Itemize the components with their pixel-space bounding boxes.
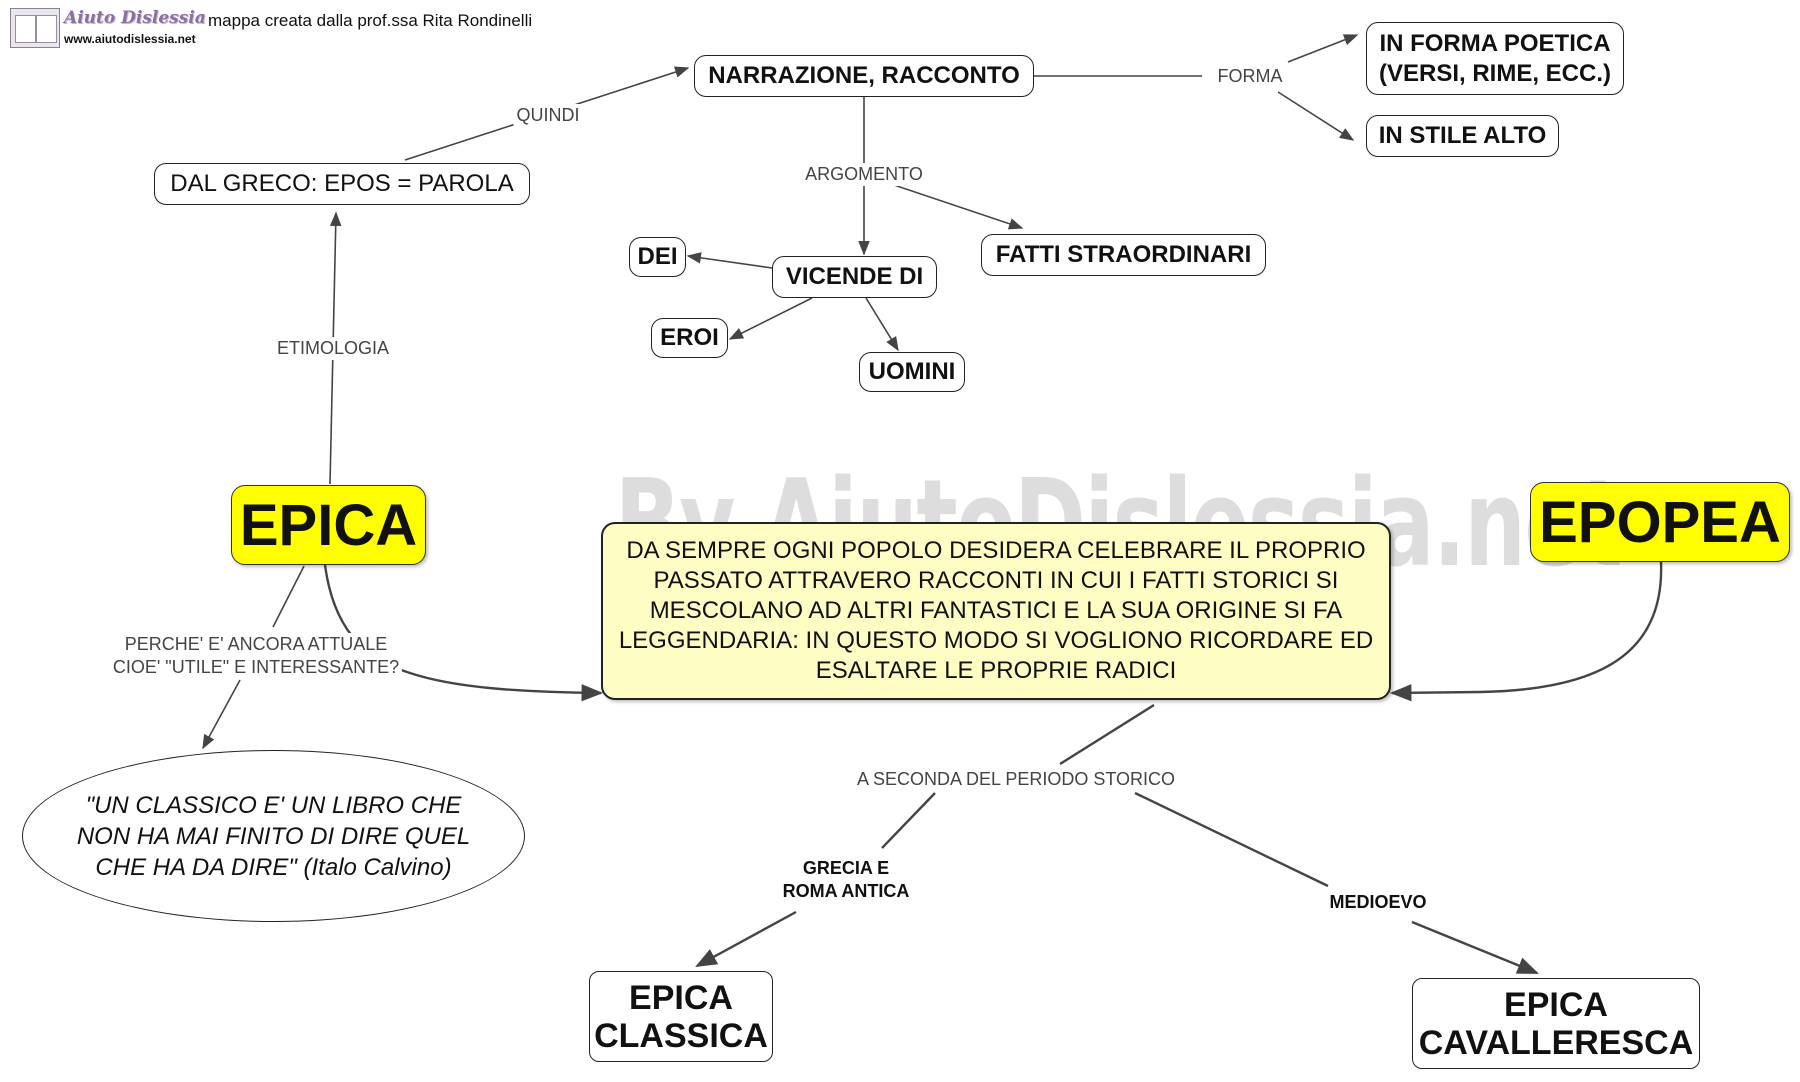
author-credit: mappa creata dalla prof.ssa Rita Rondine…: [208, 11, 533, 30]
edge-label-quindi: QUINDI: [513, 104, 583, 127]
node-fatti-straordinari[interactable]: FATTI STRAORDINARI: [981, 234, 1266, 276]
edge-central-periodo: [1059, 703, 1155, 766]
node-uomini[interactable]: UOMINI: [859, 352, 965, 392]
edge-vicende-dei: [686, 252, 773, 269]
node-vicende[interactable]: VICENDE DI: [772, 256, 937, 298]
node-central-description[interactable]: DA SEMPRE OGNI POPOLO DESIDERA CELEBRARE…: [601, 522, 1391, 700]
logo-brand-text: Aiuto Dislessia: [64, 8, 206, 28]
edge-label-perche: PERCHE' E' ANCORA ATTUALE CIOE' "UTILE" …: [109, 633, 403, 679]
edge-epica-central: [323, 564, 604, 702]
edge-argomento-fatti: [884, 181, 1024, 230]
edge-medioevo-cavalleresca: [1411, 920, 1539, 975]
node-narrazione[interactable]: NARRAZIONE, RACCONTO: [694, 55, 1034, 97]
logo-url-text: www.aiutodislessia.net: [64, 32, 196, 46]
node-dei[interactable]: DEI: [629, 237, 686, 277]
node-dal-greco[interactable]: DAL GRECO: EPOS = PAROLA: [154, 163, 530, 205]
edge-label-periodo: A SECONDA DEL PERIODO STORICO: [853, 768, 1179, 791]
edge-label-grecia: GRECIA E ROMA ANTICA: [779, 857, 913, 903]
edge-vicende-eroi: [728, 297, 813, 340]
edge-epopea-central: [1389, 561, 1663, 702]
node-eroi[interactable]: EROI: [651, 318, 728, 358]
edge-label-argomento: ARGOMENTO: [802, 163, 926, 186]
edge-vicende-uomini: [865, 297, 899, 352]
node-epica[interactable]: EPICA: [231, 485, 426, 565]
node-stile-alto[interactable]: IN STILE ALTO: [1366, 115, 1559, 157]
node-epica-classica[interactable]: EPICA CLASSICA: [589, 971, 773, 1062]
edge-periodo-medioevo: [1134, 791, 1329, 888]
edge-forma-b: [1287, 34, 1359, 63]
edge-periodo-grecia: [881, 792, 936, 849]
aiutodislessia-logo[interactable]: Aiuto Dislessia www.aiutodislessia.net: [10, 8, 206, 50]
book-icon: [10, 8, 60, 48]
edge-grecia-classica: [695, 910, 797, 968]
edge-label-medioevo: MEDIOEVO: [1326, 891, 1430, 914]
quote-ellipse[interactable]: "UN CLASSICO E' UN LIBRO CHE NON HA MAI …: [22, 750, 525, 922]
edge-epica-perche: [272, 565, 305, 628]
node-forma-poetica[interactable]: IN FORMA POETICA (VERSI, RIME, ECC.): [1366, 22, 1624, 95]
edge-perche-quote: [202, 679, 241, 750]
edge-label-etimologia: ETIMOLOGIA: [273, 337, 393, 360]
node-epopea[interactable]: EPOPEA: [1530, 482, 1790, 562]
node-epica-cavalleresca[interactable]: EPICA CAVALLERESCA: [1412, 978, 1700, 1069]
edge-forma-c: [1277, 91, 1355, 141]
edge-label-forma: FORMA: [1214, 65, 1286, 88]
